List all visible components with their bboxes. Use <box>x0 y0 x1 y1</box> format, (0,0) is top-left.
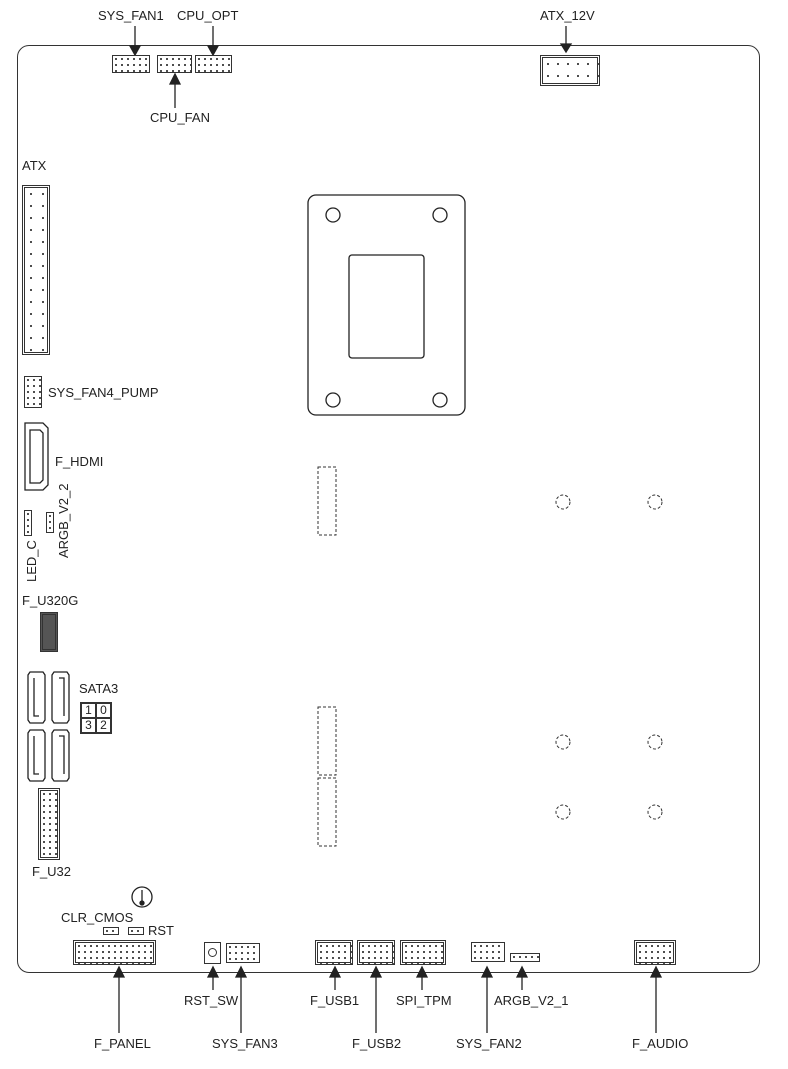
f-usb2-header <box>357 940 395 965</box>
m2-standoff <box>555 804 571 820</box>
label-sys-fan2: SYS_FAN2 <box>456 1036 522 1051</box>
label-argb-v2-2: ARGB_V2_2 <box>56 483 71 558</box>
arrowhead <box>168 72 182 85</box>
label-rst: RST <box>148 923 174 938</box>
label-f-u32: F_U32 <box>32 864 72 879</box>
sata-number: 3 <box>81 718 96 733</box>
label-sys-fan4-pump: SYS_FAN4_PUMP <box>48 385 159 400</box>
m2-standoff <box>647 734 663 750</box>
sata-port-0 <box>51 671 70 724</box>
sata-number: 2 <box>96 718 111 733</box>
atx-12v-connector <box>540 55 600 86</box>
cpu-socket-center <box>348 254 425 359</box>
rst-jumper[interactable] <box>128 927 144 935</box>
label-f-audio: F_AUDIO <box>632 1036 689 1051</box>
label-argb-v2-1: ARGB_V2_1 <box>494 993 569 1008</box>
f-hdmi-connector <box>24 422 49 491</box>
clr-cmos-jumper[interactable] <box>103 927 119 935</box>
label-sys-fan1: SYS_FAN1 <box>98 8 164 23</box>
motherboard-outline <box>17 45 760 973</box>
sys-fan3-header <box>226 943 260 963</box>
socket-hole <box>325 207 341 223</box>
rst-sw-button[interactable] <box>204 942 221 964</box>
sata-number: 1 <box>81 703 96 718</box>
arrowhead <box>649 965 663 978</box>
f-audio-header <box>634 940 676 965</box>
argb-v2-1-header <box>510 953 540 962</box>
label-cpu-fan: CPU_FAN <box>150 110 210 125</box>
m2-slot <box>317 706 337 776</box>
sys-fan4-pump-header <box>24 376 42 408</box>
f-u320g-connector <box>40 612 58 652</box>
f-panel-header <box>73 940 156 965</box>
label-sata3: SATA3 <box>79 681 119 696</box>
m2-standoff <box>647 804 663 820</box>
m2-slot <box>317 466 337 536</box>
cpu-fan-header <box>157 55 192 73</box>
label-sys-fan3: SYS_FAN3 <box>212 1036 278 1051</box>
f-usb1-header <box>315 940 353 965</box>
atx-24pin-connector <box>22 185 50 355</box>
m2-standoff <box>555 734 571 750</box>
m2-standoff <box>555 494 571 510</box>
arrowhead <box>515 965 529 978</box>
label-f-usb2: F_USB2 <box>352 1036 402 1051</box>
label-f-panel: F_PANEL <box>94 1036 151 1051</box>
arrowhead <box>112 965 126 978</box>
sata-port-3 <box>27 729 46 782</box>
label-atx-12v: ATX_12V <box>540 8 595 23</box>
socket-hole <box>325 392 341 408</box>
arrowhead <box>128 45 142 57</box>
arrowhead <box>369 965 383 978</box>
sata-number: 0 <box>96 703 111 718</box>
m2-slot <box>317 777 337 847</box>
arrowhead <box>206 965 220 978</box>
f-u32-header <box>38 788 60 860</box>
label-led-c: LED_C <box>24 540 39 582</box>
led-c-header <box>24 510 32 536</box>
label-atx: ATX <box>22 158 47 173</box>
sata-port-map: 1 0 3 2 <box>80 702 112 734</box>
cpu-socket <box>307 194 466 416</box>
label-rst-sw: RST_SW <box>184 993 239 1008</box>
arrowhead <box>328 965 342 978</box>
arrowhead <box>234 965 248 978</box>
socket-hole <box>432 392 448 408</box>
spi-tpm-header <box>400 940 446 965</box>
arrowhead <box>480 965 494 978</box>
arrowhead <box>206 45 220 57</box>
sata-port-2 <box>51 729 70 782</box>
m2-standoff <box>647 494 663 510</box>
sata-port-1 <box>27 671 46 724</box>
sys-fan1-header <box>112 55 150 73</box>
sys-fan2-header <box>471 942 505 962</box>
cpu-opt-header <box>195 55 232 73</box>
label-f-hdmi: F_HDMI <box>55 454 104 469</box>
socket-hole <box>432 207 448 223</box>
label-spi-tpm: SPI_TPM <box>396 993 452 1008</box>
label-f-usb1: F_USB1 <box>310 993 360 1008</box>
label-f-u320g: F_U320G <box>22 593 79 608</box>
thermometer-battery-icon <box>131 886 153 908</box>
argb-v2-2-header <box>46 512 54 533</box>
label-clr-cmos: CLR_CMOS <box>61 910 134 925</box>
arrowhead <box>559 43 573 54</box>
label-cpu-opt: CPU_OPT <box>177 8 239 23</box>
arrowhead <box>415 965 429 978</box>
